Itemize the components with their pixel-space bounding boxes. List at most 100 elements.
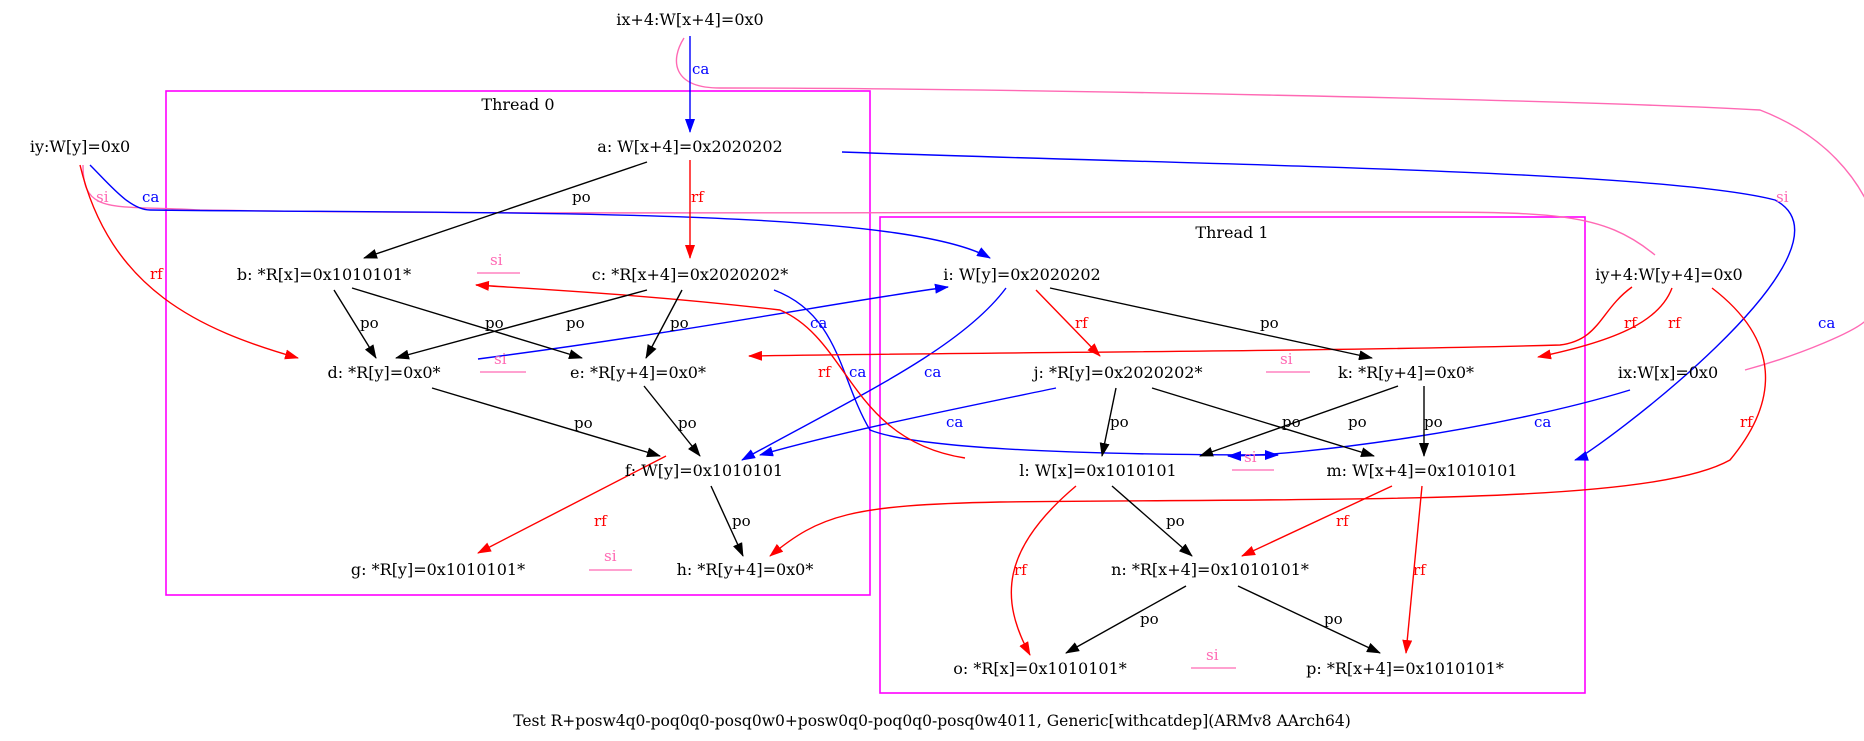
edge-label-a-m-ca: ca — [1818, 314, 1835, 332]
edge-rf-iy4-k — [1537, 287, 1673, 360]
edge-label-i-k-po: po — [1260, 314, 1279, 332]
edge-label-iy-d-rf: rf — [150, 265, 164, 283]
edge-rf-m-n — [1241, 485, 1393, 557]
edge-po-d-f — [431, 387, 661, 458]
edge-label-op-si: si — [1206, 646, 1219, 664]
edge-ca-j-f — [759, 387, 1057, 457]
cluster-thread0-label: Thread 0 — [481, 95, 554, 114]
edge-label-a-b-po: po — [572, 188, 591, 206]
cluster-thread1-label: Thread 1 — [1195, 223, 1268, 242]
node-group: ix+4:W[x+4]=0x0 iy:W[y]=0x0 a: W[x+4]=0x… — [30, 10, 1743, 678]
edge-label-l-o-rf: rf — [1014, 561, 1028, 579]
edge-rf-i-j — [1035, 289, 1101, 357]
edge-ca-a-m — [841, 151, 1796, 461]
edge-label-m-n-rf: rf — [1336, 512, 1350, 530]
node-o: o: *R[x]=0x1010101* — [953, 659, 1127, 678]
edge-label-de-si: si — [494, 350, 507, 368]
edge-ca-ix-l — [1227, 389, 1631, 461]
edge-label-ix4-a-ca: ca — [692, 60, 709, 78]
edge-rf-iy4-e — [748, 286, 1633, 361]
edge-label-l-n-po: po — [1166, 512, 1185, 530]
edge-label-d-i-ca: ca — [810, 314, 827, 332]
edge-label-m-p-rf: rf — [1413, 561, 1427, 579]
edge-si-ix4-ix — [675, 37, 1864, 371]
node-j: j: *R[y]=0x2020202* — [1032, 363, 1203, 382]
node-a: a: W[x+4]=0x2020202 — [597, 137, 782, 156]
node-e: e: *R[y+4]=0x0* — [570, 363, 706, 382]
edge-label-j-m-po: po — [1282, 413, 1301, 431]
cluster-thread0-box — [165, 90, 871, 596]
edge-label-f-g-rf: rf — [594, 512, 608, 530]
edge-label-j-f-ca: ca — [946, 413, 963, 431]
edge-po-n-o — [1065, 585, 1187, 654]
edges — [79, 36, 1864, 656]
edge-label-n-o-po: po — [1140, 610, 1159, 628]
node-iy4: iy+4:W[y+4]=0x0 — [1595, 265, 1742, 284]
edge-label-iy4-e-rf: rf — [1624, 314, 1638, 332]
node-i: i: W[y]=0x2020202 — [943, 265, 1100, 284]
edge-po-e-f — [643, 385, 701, 457]
node-f: f: W[y]=0x1010101 — [625, 461, 783, 480]
node-c: c: *R[x+4]=0x2020202* — [592, 265, 788, 284]
edge-label-n-p-po: po — [1324, 610, 1343, 628]
edge-po-k-l — [1199, 385, 1399, 457]
edge-label-k-m-po: po — [1424, 413, 1443, 431]
edge-po-c-e — [645, 289, 683, 359]
node-p: p: *R[x+4]=0x1010101* — [1306, 659, 1504, 678]
edge-label-ix-l-ca: ca — [1534, 413, 1551, 431]
edge-rf-f-g — [477, 455, 667, 554]
edge-po-c-d — [395, 289, 648, 360]
edge-po-i-k — [1049, 287, 1373, 361]
edge-rf-m-p — [1402, 485, 1423, 654]
edge-label-a-c-rf: rf — [691, 188, 705, 206]
edge-label-iy-si: si — [96, 188, 109, 206]
edge-rf-l-o — [1010, 485, 1077, 656]
edge-rf-iy-d — [79, 164, 299, 360]
edge-label-jk-si: si — [1280, 350, 1293, 368]
figure-caption: Test R+posw4q0-poq0q0-posq0w0+posw0q0-po… — [513, 712, 1351, 730]
node-g: g: *R[y]=0x1010101* — [351, 560, 525, 579]
edge-label-b-e-po: po — [485, 314, 504, 332]
edge-label-c-d-po: po — [566, 314, 585, 332]
edge-label-b-d-po: po — [360, 314, 379, 332]
node-k: k: *R[y+4]=0x0* — [1338, 363, 1474, 382]
edge-label-k-l-po: po — [1348, 413, 1367, 431]
edge-si-iy-iy4 — [82, 164, 1656, 256]
edge-label-i-f-ca: ca — [924, 363, 941, 381]
node-b: b: *R[x]=0x1010101* — [237, 265, 411, 284]
edge-po-f-h — [710, 485, 744, 557]
node-ix: ix:W[x]=0x0 — [1618, 363, 1718, 382]
edge-label-ix4-si: si — [1776, 188, 1789, 206]
node-ix4: ix+4:W[x+4]=0x0 — [616, 10, 763, 29]
edge-ca-iy-i — [89, 164, 991, 259]
edge-rf-iy4-h — [769, 287, 1767, 557]
edge-po-n-p — [1237, 585, 1381, 654]
edge-po-b-d — [333, 289, 377, 359]
edge-label-f-h-po: po — [732, 512, 751, 530]
edge-label-iy-ca: ca — [142, 188, 159, 206]
edge-po-a-b — [363, 161, 648, 259]
node-m: m: W[x+4]=0x1010101 — [1326, 461, 1517, 480]
edge-label-e-f-po: po — [678, 414, 697, 432]
edge-po-j-m — [1151, 387, 1375, 457]
edge-label-iy4-k-rf: rf — [1668, 314, 1682, 332]
edge-label-i-j-rf: rf — [1075, 314, 1089, 332]
edge-label-l-b-rf: rf — [818, 363, 832, 381]
edge-label-c-l-ca: ca — [849, 363, 866, 381]
edge-po-l-n — [1111, 485, 1193, 557]
node-iy: iy:W[y]=0x0 — [30, 137, 130, 156]
node-n: n: *R[x+4]=0x1010101* — [1111, 560, 1309, 579]
edge-ca-d-i — [477, 283, 949, 360]
edge-ca-i-f — [741, 287, 1007, 461]
node-h: h: *R[y+4]=0x0* — [677, 560, 814, 579]
edge-label-lm-si: si — [1244, 448, 1257, 466]
edge-ca-c-l — [773, 289, 1279, 460]
edge-rf-l-b — [475, 280, 966, 459]
edge-po-j-l — [1099, 387, 1117, 457]
edge-label-bc-si: si — [490, 251, 503, 269]
edge-label-iy4-h-rf: rf — [1740, 413, 1754, 431]
edge-label-gh-si: si — [604, 547, 617, 565]
edge-po-b-e — [351, 287, 583, 359]
edge-label-group: ca po rf si ca rf po po po po si si po p… — [96, 60, 1835, 664]
